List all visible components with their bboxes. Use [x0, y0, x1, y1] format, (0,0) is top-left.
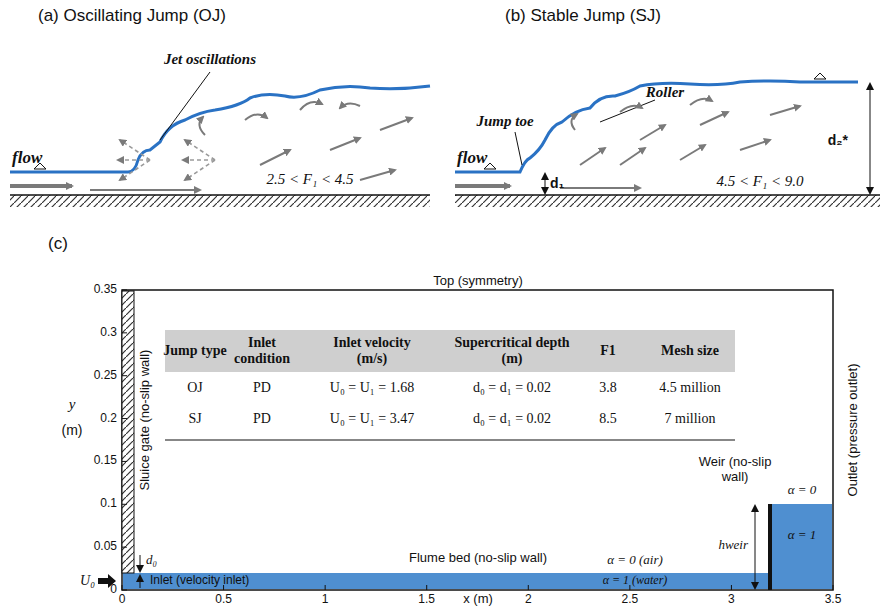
tick-label: 2.5: [622, 593, 639, 606]
boundary-label: Inlet (velocity inlet): [150, 574, 249, 588]
oscillating-jump: [10, 72, 430, 207]
table-header: Supercritical depth (m): [447, 335, 577, 367]
tick-label: 0.15: [94, 455, 117, 469]
tick-label: 3: [728, 593, 735, 606]
table-cell: 4.5 million: [659, 380, 720, 396]
tick-label: 0.25: [94, 369, 117, 383]
callout: Jump toe: [476, 113, 533, 130]
flow-label: flow: [457, 148, 487, 168]
dimension-label: hweir: [718, 538, 748, 553]
panel-title: (b) Stable Jump (SJ): [505, 6, 661, 26]
table-cell: PD: [253, 380, 271, 396]
flow-label: flow: [12, 148, 42, 168]
tick-label: 0: [110, 583, 117, 597]
tick-label: 1.5: [418, 593, 435, 606]
tick-label: 0.5: [215, 593, 232, 606]
table-header: Inlet condition: [226, 335, 298, 367]
axis-label: x (m): [463, 592, 493, 606]
table-cell: SJ: [188, 411, 201, 427]
table-header: F1: [588, 343, 628, 359]
callout: Jet oscillations: [164, 51, 256, 68]
table-cell: U₀ = U₁ = 3.47: [330, 411, 414, 427]
table-cell: PD: [253, 411, 271, 427]
phase-label: α = 0: [788, 483, 817, 498]
tick-label: 0.05: [94, 540, 117, 554]
table-cell: 8.5: [599, 411, 617, 427]
phase-label: α = 1: [788, 528, 817, 543]
tick-label: 0.2: [100, 412, 117, 426]
table-cell: 3.8: [599, 380, 617, 396]
boundary-label: Sluice gate (no-slip wall): [138, 350, 153, 491]
froude-range: 4.5 < F₁ < 9.0: [716, 173, 803, 190]
domain: [98, 290, 833, 590]
tick-label: 2: [525, 593, 532, 606]
velocity-label: U₀: [80, 573, 95, 589]
panel-title: (c): [48, 234, 68, 254]
table-cell: U₀ = U₁ = 1.68: [330, 380, 414, 396]
axis-label: (m): [62, 422, 83, 438]
table-cell: d₀ = d₁ = 0.02: [473, 411, 551, 427]
tick-label: 1: [322, 593, 329, 606]
table-header: Mesh size: [645, 343, 735, 359]
table-cell: d₀ = d₁ = 0.02: [473, 380, 551, 396]
froude-range: 2.5 < F₁ < 4.5: [266, 171, 353, 188]
tick-label: 0.1: [100, 497, 117, 511]
callout: Roller: [646, 84, 684, 101]
boundary-label: Weir (no-slip wall): [690, 455, 780, 485]
table-cell: OJ: [187, 380, 203, 396]
stable-jump: [455, 73, 880, 207]
dimension-label: d₀: [146, 553, 157, 568]
table-header: Jump type: [155, 343, 235, 359]
tick-label: 3.5: [825, 593, 842, 606]
boundary-label: Flume bed (no-slip wall): [409, 551, 547, 566]
boundary-label: Outlet (pressure outlet): [846, 364, 861, 497]
table-cell: 7 million: [665, 411, 716, 427]
tick-label: 0.35: [94, 283, 117, 297]
axis-label: y: [69, 396, 76, 413]
depth-label: d₁: [550, 175, 564, 191]
panel-title: (a) Oscillating Jump (OJ): [38, 6, 226, 26]
phase-label: α = 1 (water): [603, 574, 668, 588]
tick-label: 0.3: [100, 326, 117, 340]
table-header: Inlet velocity (m/s): [317, 335, 427, 367]
phase-label: α = 0 (air): [607, 553, 663, 568]
boundary-label: Top (symmetry): [433, 274, 523, 289]
depth-label: d₂*: [828, 132, 848, 148]
tick-label: 0: [119, 593, 126, 606]
